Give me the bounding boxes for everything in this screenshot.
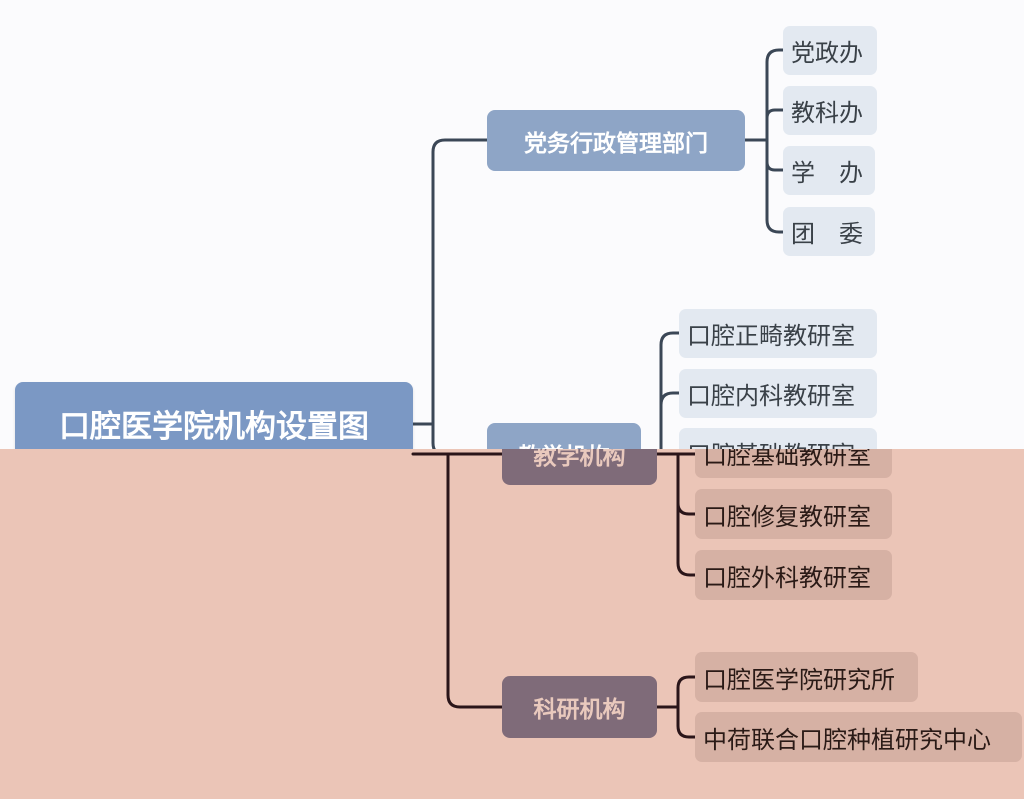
leaf-teaching-3[interactable]: 口腔基础教研室 [695,449,892,478]
leaf-teaching-1[interactable]: 口腔正畸教研室 [679,309,877,358]
branch-research[interactable]: 科研机构 [502,676,657,738]
diagram-view-lower: 教学机构 口腔基础教研室 口腔修复教研室 口腔外科教研室 科研机构 口腔医学院研… [0,449,1024,799]
connector-leaf-5 [676,705,697,739]
leaf-label: 团 委 [791,220,863,248]
connector-leaf-4 [765,138,785,234]
leaf-label: 口腔正畸教研室 [687,322,855,350]
connector-leaf-2 [765,108,785,142]
leaf-admin-2[interactable]: 教科办 [783,86,877,135]
connector-leaf-2 [676,452,697,516]
leaf-label: 口腔基础教研室 [703,449,871,470]
leaf-label: 口腔修复教研室 [703,502,871,531]
connector-leaf-5 [659,331,681,457]
leaf-label: 学 办 [791,159,863,187]
branch-teaching-label: 教学机构 [533,449,626,470]
leaf-label: 党政办 [791,39,863,67]
connector-branch-research [446,452,504,709]
leaf-research-2[interactable]: 中荷联合口腔种植研究中心 [695,712,1022,762]
connector-leaf-3 [676,452,697,577]
connector-leaf-6 [659,391,681,457]
branch-admin[interactable]: 党务行政管理部门 [487,110,745,171]
leaf-teaching-2[interactable]: 口腔内科教研室 [679,369,877,418]
branch-teaching[interactable]: 教学机构 [502,449,657,485]
leaf-admin-1[interactable]: 党政办 [783,26,877,75]
leaf-admin-4[interactable]: 团 委 [783,207,875,256]
root-node[interactable]: 口腔医学院机构设置图 [15,382,413,462]
branch-research-label: 科研机构 [533,697,626,723]
leaf-label: 口腔外科教研室 [703,563,871,592]
root-label: 口腔医学院机构设置图 [59,408,369,445]
connector-leaf-1 [765,48,785,142]
leaf-label: 口腔内科教研室 [687,382,855,410]
leaf-teaching-4[interactable]: 口腔修复教研室 [695,489,892,539]
connector-leaf-3 [765,138,785,172]
leaf-label: 教科办 [791,99,863,127]
connector-branch-admin [431,138,489,426]
connector-leaf-4 [676,675,697,709]
diagram-view-upper: 口腔医学院机构设置图 党务行政管理部门 党政办 教科办 学 办 团 委 教学机构… [15,26,877,462]
leaf-research-1[interactable]: 口腔医学院研究所 [695,652,918,702]
branch-admin-label: 党务行政管理部门 [524,130,708,157]
leaf-admin-3[interactable]: 学 办 [783,146,875,195]
leaf-label: 中荷联合口腔种植研究中心 [703,725,991,754]
leaf-label: 口腔医学院研究所 [703,665,895,694]
leaf-teaching-5[interactable]: 口腔外科教研室 [695,550,892,600]
connectors-lower [411,452,697,739]
